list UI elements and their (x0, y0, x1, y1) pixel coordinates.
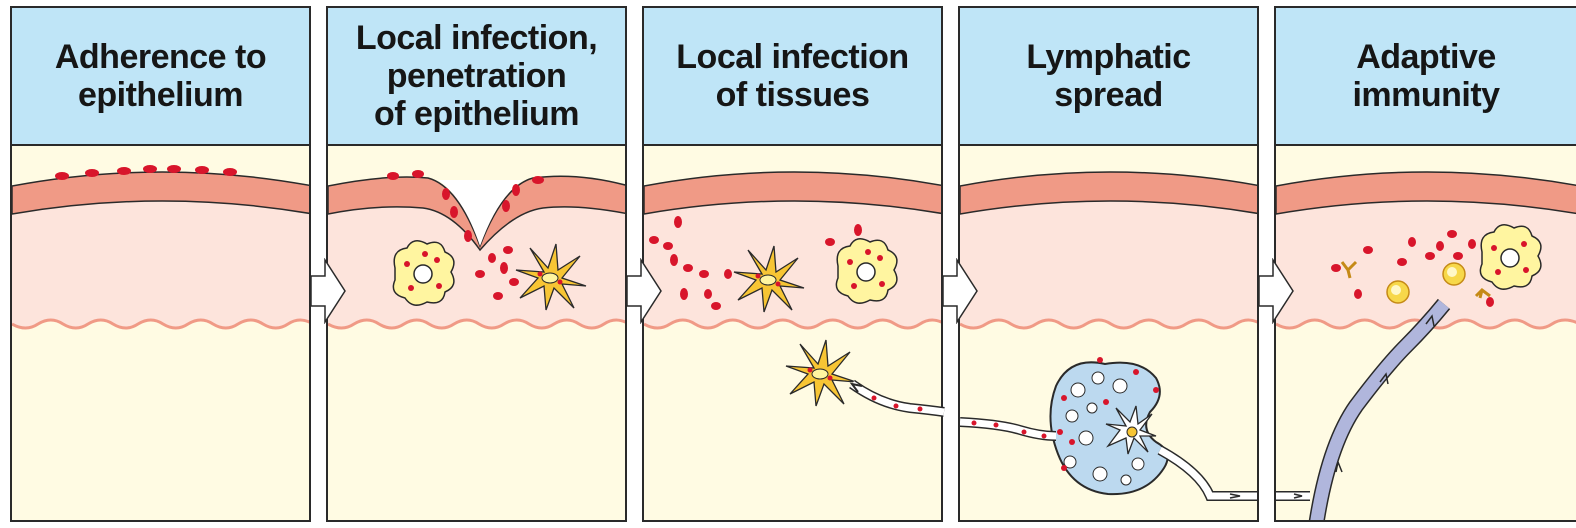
tissue-section (1276, 146, 1576, 522)
panel-title-line: of epithelium (374, 95, 579, 133)
right-arrow-icon (311, 258, 347, 324)
panel-title-line: Local infection (676, 38, 908, 76)
panel-title-line: Adaptive (1356, 38, 1496, 76)
panel-penetration: Local infection, penetration of epitheli… (326, 6, 627, 522)
panel-title-line: Adherence to (55, 38, 266, 76)
panel-title-line: spread (1054, 76, 1163, 114)
right-arrow-icon (627, 258, 663, 324)
panel-lymphatic-spread: Lymphatic spread (958, 6, 1259, 522)
panel-tissue-infection: Local infection of tissues (642, 6, 943, 522)
panel-title-line: immunity (1352, 76, 1499, 114)
panel-title-line: epithelium (78, 76, 243, 114)
right-arrow-icon (943, 258, 979, 324)
dermis-layer (960, 193, 1259, 328)
tissue-section (960, 146, 1259, 522)
tissue-section (12, 146, 311, 522)
phagocyte-cell (1480, 225, 1541, 289)
panel-header: Adherence to epithelium (12, 8, 309, 146)
right-arrow-icon (1259, 258, 1295, 324)
dermis-layer (12, 193, 311, 328)
panel-title-line: of tissues (716, 76, 870, 114)
panel-title-line: Lymphatic (1026, 38, 1190, 76)
tissue-section (328, 146, 627, 522)
tissue-section (644, 146, 943, 522)
panel-title-line: Local infection, (356, 19, 597, 57)
panel-header: Adaptive immunity (1276, 8, 1576, 146)
panel-header: Local infection, penetration of epitheli… (328, 8, 625, 146)
panel-header: Lymphatic spread (960, 8, 1257, 146)
phagocyte-cell (393, 241, 454, 305)
panel-header: Local infection of tissues (644, 8, 941, 146)
panel-adaptive-immunity: Adaptive immunity (1274, 6, 1576, 522)
phagocyte-cell (836, 239, 897, 303)
panel-adherence: Adherence to epithelium (10, 6, 311, 522)
panel-title-line: penetration (387, 57, 567, 95)
